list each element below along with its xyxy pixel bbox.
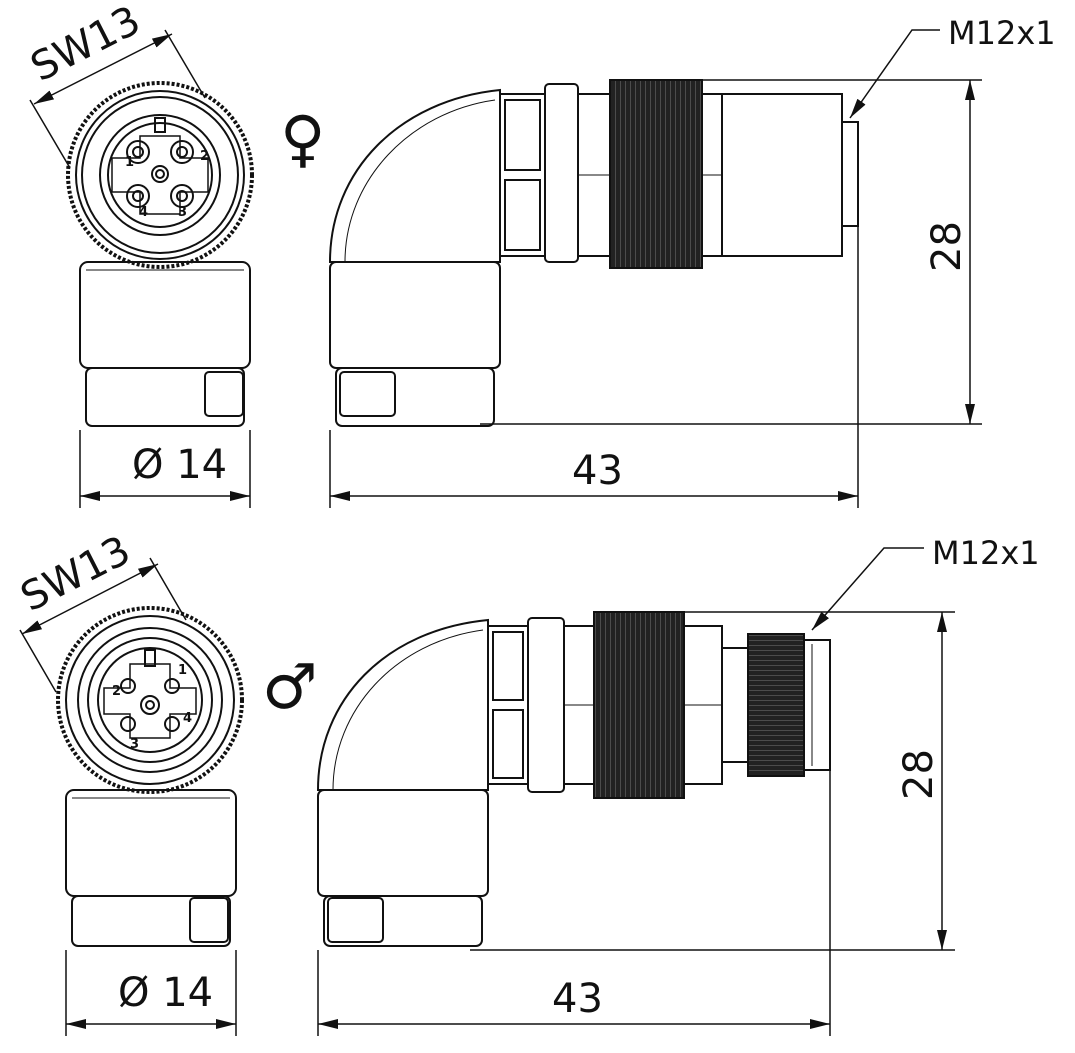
female-connector: 1 2 3 4 xyxy=(24,0,1056,508)
female-pin-labels: 1 2 3 4 xyxy=(125,149,209,220)
female-diameter: Ø 14 xyxy=(132,442,227,488)
male-height: 28 xyxy=(896,749,942,800)
female-front-body xyxy=(79,261,251,427)
male-symbol: ♂ xyxy=(262,650,318,723)
male-front-view xyxy=(56,606,244,794)
female-length: 43 xyxy=(572,448,623,494)
male-pin-labels: 2 1 4 3 xyxy=(112,663,192,752)
male-thread: M12x1 xyxy=(932,534,1040,572)
female-symbol: ♀ xyxy=(280,102,325,175)
pin-label: 4 xyxy=(183,711,192,726)
pin-label: 3 xyxy=(178,205,187,220)
male-connector: 2 1 4 3 xyxy=(14,527,1040,1036)
pin-label: 2 xyxy=(112,684,121,699)
female-side-view xyxy=(328,79,859,427)
male-side-view xyxy=(316,611,831,947)
male-front-body xyxy=(65,789,237,947)
pin-label: 2 xyxy=(200,149,209,164)
female-thread: M12x1 xyxy=(948,14,1056,52)
pin-label: 3 xyxy=(130,737,139,752)
pin-label: 1 xyxy=(178,663,187,678)
male-dimensions xyxy=(19,547,955,1036)
female-height: 28 xyxy=(924,221,970,272)
pin-label: 1 xyxy=(125,155,134,170)
female-dimensions xyxy=(29,29,982,508)
male-length: 43 xyxy=(552,976,603,1022)
female-front-view xyxy=(66,81,254,269)
pin-label: 4 xyxy=(139,205,148,220)
male-diameter: Ø 14 xyxy=(118,970,213,1016)
